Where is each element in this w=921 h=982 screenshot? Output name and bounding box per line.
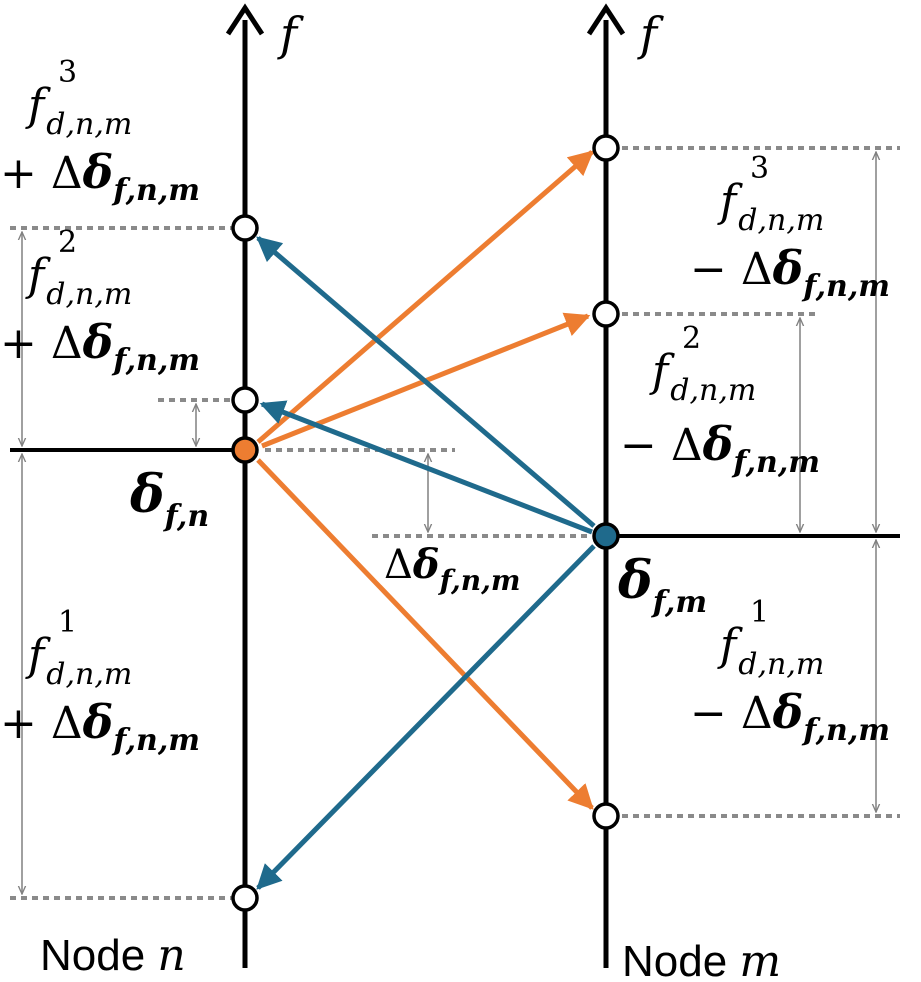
svg-text:+ Δδf,n,m: + Δδf,n,m [0, 145, 200, 208]
measure-arrows [22, 152, 876, 894]
right-label-f1: fd,n,m 1 − Δδf,n,m [690, 595, 890, 748]
left-axis-label: f [277, 7, 304, 61]
svg-text:2: 2 [682, 321, 701, 356]
svg-text:− Δδf,n,m: − Δδf,n,m [690, 685, 890, 748]
node-m-point-f3 [592, 134, 620, 162]
delta-offset-label: Δδf,n,m [384, 541, 521, 597]
svg-text:− Δδf,n,m: − Δδf,n,m [690, 241, 890, 304]
right-axis-label: f [637, 7, 664, 61]
svg-text:2: 2 [58, 225, 77, 260]
left-label-f3: fd,n,m 3 + Δδf,n,m [0, 55, 200, 208]
svg-text:fd,n,m: fd,n,m [25, 630, 132, 692]
svg-text:− Δδf,n,m: − Δδf,n,m [620, 417, 820, 480]
node-m-point-f1 [592, 802, 620, 830]
node-n-point-f1 [231, 884, 259, 912]
guide-lines [10, 146, 900, 900]
blue-arrows [256, 236, 596, 890]
svg-text:fd,n,m: fd,n,m [25, 80, 132, 142]
svg-text:fd,n,m: fd,n,m [25, 250, 132, 312]
right-label-f2: fd,n,m 2 − Δδf,n,m [620, 321, 820, 480]
node-m-point-f2 [592, 300, 620, 328]
svg-text:1: 1 [750, 595, 769, 630]
svg-text:+ Δδf,n,m: + Δδf,n,m [0, 315, 200, 378]
left-label-f1: fd,n,m 1 + Δδf,n,m [0, 605, 200, 758]
svg-text:fd,n,m: fd,n,m [649, 346, 756, 408]
node-n-label: Node n [40, 930, 186, 981]
node-n-axis [225, 3, 265, 968]
node-n-point-f2 [231, 386, 259, 414]
right-label-f3: fd,n,m 3 − Δδf,n,m [690, 151, 890, 304]
svg-text:+ Δδf,n,m: + Δδf,n,m [0, 695, 200, 758]
node-n-origin [231, 436, 259, 464]
svg-text:fd,n,m: fd,n,m [717, 620, 824, 682]
node-m-label: Node m [622, 936, 781, 982]
delta-m-label: δf,m [617, 550, 707, 620]
node-m-origin [592, 522, 620, 550]
svg-text:3: 3 [750, 151, 769, 186]
delta-n-label: δf,n [129, 464, 209, 534]
svg-text:1: 1 [58, 605, 77, 640]
node-n-point-f3 [231, 214, 259, 242]
svg-text:3: 3 [58, 55, 77, 90]
svg-text:fd,n,m: fd,n,m [717, 176, 824, 238]
left-label-f2: fd,n,m 2 + Δδf,n,m [0, 225, 200, 378]
